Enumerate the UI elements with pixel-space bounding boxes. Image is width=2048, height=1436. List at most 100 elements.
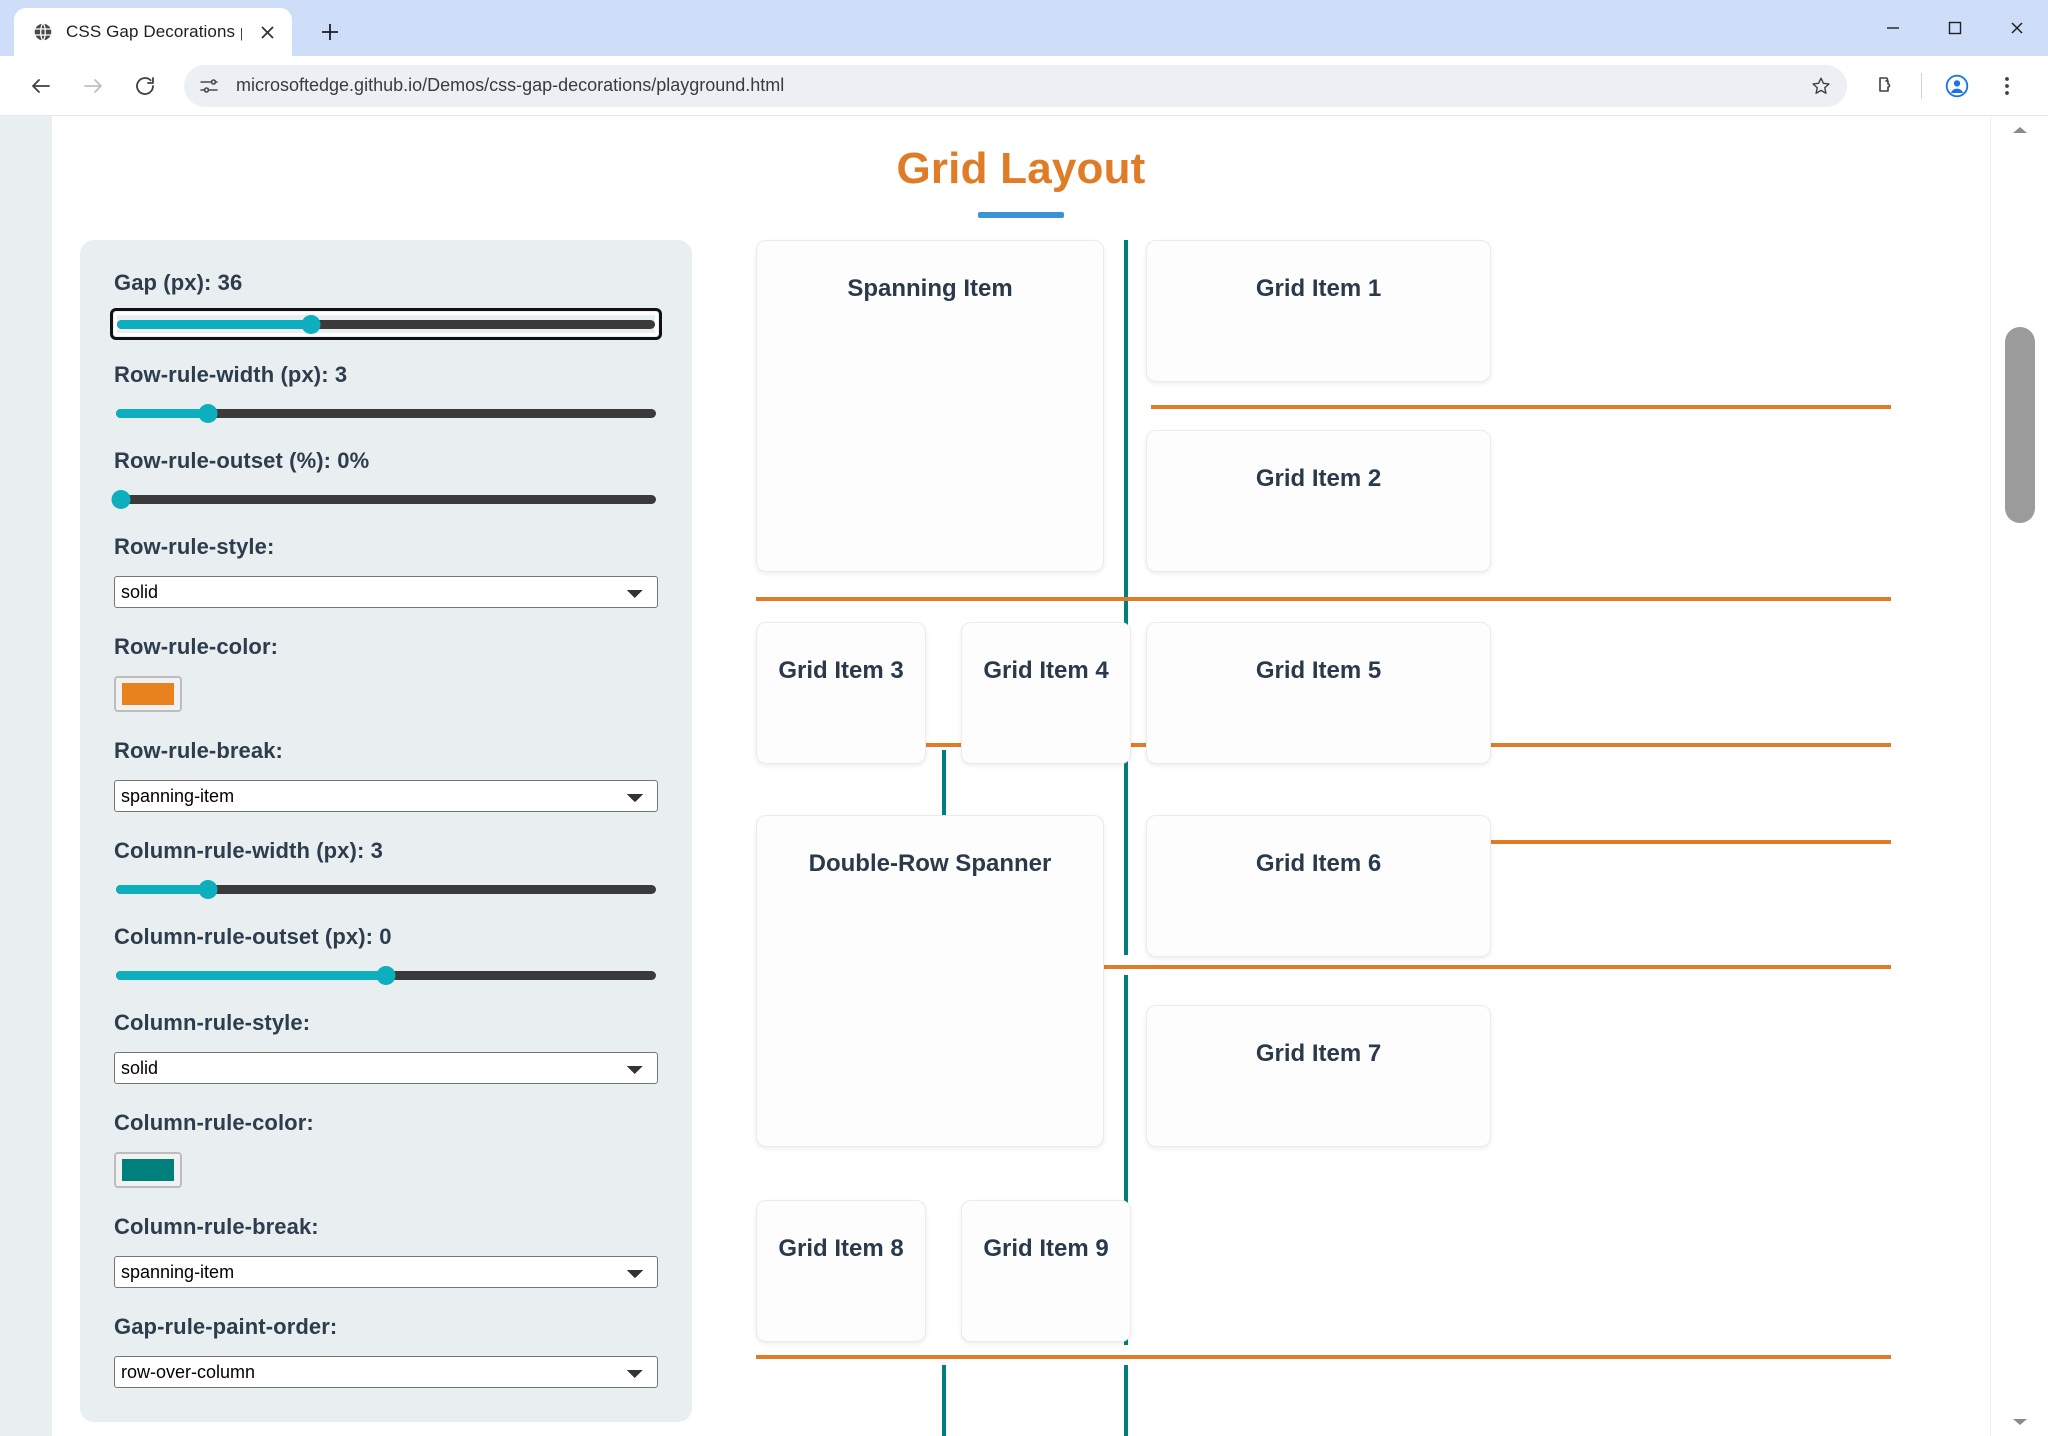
control-column-rule-outset-label: Column-rule-outset (px): 0: [114, 924, 392, 949]
three-dot-menu-icon[interactable]: [1984, 63, 2030, 109]
toolbar-right-actions: [1863, 63, 2030, 109]
scrollbar-thumb[interactable]: [2004, 327, 2035, 523]
slider-track: [116, 409, 656, 418]
control-row-rule-outset: Row-rule-outset (%): 0%: [111, 448, 658, 509]
control-gap-rule-paint-order: Gap-rule-paint-order: row-over-column: [114, 1314, 658, 1388]
site-settings-icon[interactable]: [192, 69, 226, 103]
control-column-rule-style-label: Column-rule-style:: [114, 1010, 311, 1035]
browser-tab[interactable]: CSS Gap Decorations playgroun: [14, 8, 292, 56]
address-bar[interactable]: microsoftedge.github.io/Demos/css-gap-de…: [184, 64, 1847, 107]
control-row-rule-color: Row-rule-color:: [114, 634, 658, 712]
grid-cell-label: Grid Item 9: [983, 1235, 1109, 1262]
grid-cell-label: Grid Item 1: [1255, 275, 1382, 302]
slider-fill: [116, 409, 208, 418]
star-icon[interactable]: [1803, 68, 1839, 104]
slider-thumb[interactable]: [111, 490, 131, 509]
grid-cell-double-row-spanner: Double-Row Spanner: [756, 815, 1104, 1147]
column-rule-color-picker[interactable]: [114, 1152, 182, 1188]
control-column-rule-color-label: Column-rule-color:: [114, 1110, 314, 1135]
control-gap-label: Gap (px): 36: [114, 270, 243, 295]
slider-thumb[interactable]: [301, 315, 321, 334]
browser-titlebar: CSS Gap Decorations playgroun: [0, 0, 2048, 56]
control-gap-rule-paint-order-label: Gap-rule-paint-order:: [114, 1314, 338, 1339]
scrollbar-track[interactable]: [1991, 144, 2048, 1408]
page-scrollbar[interactable]: [1990, 116, 2048, 1436]
row-rule-segment: [1151, 405, 1891, 409]
control-row-rule-color-label: Row-rule-color:: [114, 634, 279, 659]
new-tab-button[interactable]: [310, 12, 350, 52]
page-viewport: Grid Layout Gap (px): 36: [0, 116, 2048, 1436]
control-row-rule-break-label: Row-rule-break:: [114, 738, 283, 763]
window-close-icon[interactable]: [1986, 0, 2048, 56]
scroll-up-arrow-icon[interactable]: [1991, 116, 2048, 144]
controls-panel: Gap (px): 36 Row-rule-wid: [80, 240, 692, 1422]
grid-cell-3: Grid Item 3: [756, 622, 926, 764]
control-gap: Gap (px): 36: [110, 270, 662, 340]
minimize-icon[interactable]: [1862, 0, 1924, 56]
row-rule-style-select[interactable]: solid: [114, 576, 658, 608]
grid-cell-1: Grid Item 1: [1146, 240, 1491, 382]
back-arrow-icon[interactable]: [18, 63, 64, 109]
gap-slider[interactable]: [110, 308, 662, 340]
grid-cell-spanning-item: Spanning Item: [756, 240, 1104, 572]
grid-cell-label: Grid Item 5: [1255, 657, 1382, 684]
slider-thumb[interactable]: [198, 404, 218, 423]
page-content: Grid Layout Gap (px): 36: [52, 116, 1990, 1436]
column-rule-segment: [1124, 240, 1128, 730]
column-rule-break-select[interactable]: spanning-item: [114, 1256, 658, 1288]
maximize-icon[interactable]: [1924, 0, 1986, 56]
grid-cell-label: Grid Item 4: [983, 657, 1109, 684]
url-text[interactable]: microsoftedge.github.io/Demos/css-gap-de…: [236, 75, 785, 95]
slider-fill: [116, 971, 386, 980]
grid-cell-label: Double-Row Spanner: [808, 850, 1052, 877]
profile-avatar-icon[interactable]: [1934, 63, 1980, 109]
slider-track: [116, 885, 656, 894]
title-underline: [978, 212, 1064, 218]
grid-cell-label: Spanning Item: [847, 275, 1013, 302]
column-rule-outset-slider[interactable]: [114, 966, 658, 985]
grid-cell-5: Grid Item 5: [1146, 622, 1491, 764]
column-rule-segment: [1124, 750, 1128, 955]
row-rule-segment: [1151, 1355, 1891, 1359]
column-rule-width-slider[interactable]: [114, 880, 658, 899]
column-rule-color-swatch: [122, 1159, 174, 1181]
control-row-rule-style: Row-rule-style: solid: [114, 534, 658, 608]
control-column-rule-width-label: Column-rule-width (px): 3: [114, 838, 383, 863]
grid-cell-6: Grid Item 6: [1146, 815, 1491, 957]
row-rule-segment: [756, 597, 1891, 601]
grid-cell-2: Grid Item 2: [1146, 430, 1491, 572]
scroll-down-arrow-icon[interactable]: [1991, 1408, 2048, 1436]
grid-cell-label: Grid Item 2: [1255, 465, 1382, 492]
window-controls: [1862, 0, 2048, 56]
reload-icon[interactable]: [122, 63, 168, 109]
grid-cell-7: Grid Item 7: [1146, 1005, 1491, 1147]
browser-toolbar: microsoftedge.github.io/Demos/css-gap-de…: [0, 56, 2048, 116]
grid-cell-4: Grid Item 4: [961, 622, 1131, 764]
grid-cell-label: Grid Item 3: [778, 657, 904, 684]
control-column-rule-break: Column-rule-break: spanning-item: [114, 1214, 658, 1288]
control-row-rule-width: Row-rule-width (px): 3: [114, 362, 658, 423]
forward-arrow-icon[interactable]: [70, 63, 116, 109]
column-rule-segment: [942, 1365, 946, 1436]
globe-icon: [32, 21, 54, 43]
gap-rule-paint-order-select[interactable]: row-over-column: [114, 1356, 658, 1388]
row-rule-width-slider[interactable]: [114, 404, 658, 423]
row-rule-color-swatch: [122, 683, 174, 705]
row-rule-segment: [1151, 840, 1891, 844]
column-rule-segment: [1124, 975, 1128, 1345]
control-column-rule-break-label: Column-rule-break:: [114, 1214, 319, 1239]
extensions-puzzle-icon[interactable]: [1863, 63, 1909, 109]
column-rule-style-select[interactable]: solid: [114, 1052, 658, 1084]
slider-thumb[interactable]: [198, 880, 218, 899]
slider-track: [117, 320, 655, 329]
control-row-rule-outset-label: Row-rule-outset (%): 0%: [114, 448, 370, 473]
control-row-rule-style-label: Row-rule-style:: [114, 534, 275, 559]
slider-thumb[interactable]: [376, 966, 396, 985]
tab-title: CSS Gap Decorations playgroun: [66, 22, 242, 41]
row-rule-outset-slider[interactable]: [111, 490, 658, 509]
tab-close-icon[interactable]: [254, 19, 280, 45]
row-rule-color-picker[interactable]: [114, 676, 182, 712]
column-rule-segment: [1124, 1365, 1128, 1436]
row-rule-break-select[interactable]: spanning-item: [114, 780, 658, 812]
